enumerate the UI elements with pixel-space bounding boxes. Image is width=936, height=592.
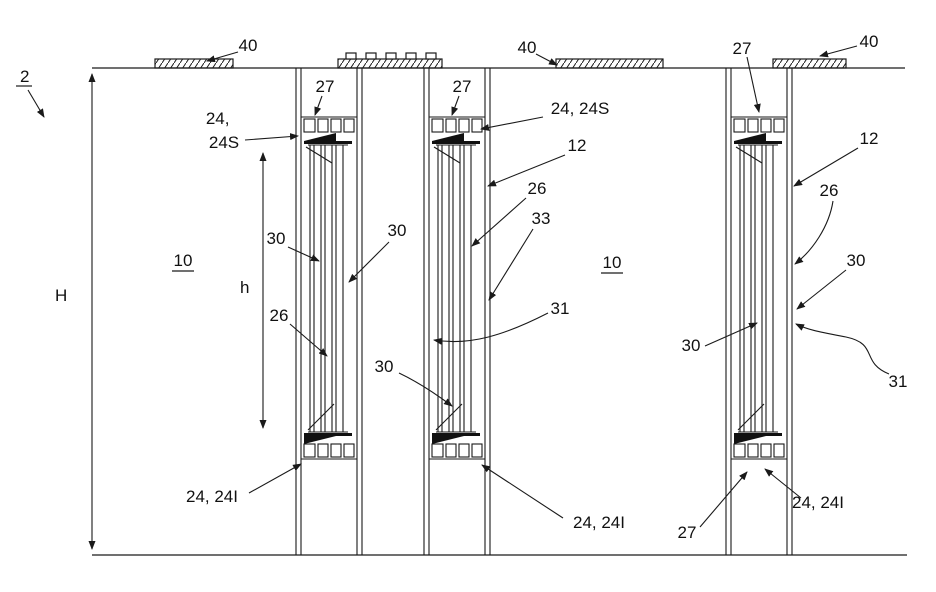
dimension-lines bbox=[88, 73, 267, 550]
label-pane-c: 30 bbox=[375, 357, 394, 376]
top-rail-segment bbox=[555, 58, 664, 69]
label-gasket: 33 bbox=[532, 209, 551, 228]
rail-tabs bbox=[345, 52, 437, 60]
glazed-post-2 bbox=[423, 67, 491, 556]
label-cap-post2: 27 bbox=[453, 77, 472, 96]
leader-24S-left bbox=[244, 133, 299, 141]
leader-27-bottom bbox=[699, 471, 748, 528]
leader-24I-right bbox=[764, 468, 802, 499]
label-frame-mid: 12 bbox=[568, 136, 587, 155]
label-spacer-right: 26 bbox=[820, 181, 839, 200]
top-rail-segment bbox=[772, 58, 847, 69]
leader-30-a bbox=[287, 246, 320, 262]
leader-26-right bbox=[794, 200, 834, 265]
label-bracket-upper-mid: 24, 24S bbox=[551, 99, 610, 118]
leader-30-b bbox=[348, 241, 390, 283]
label-bracket-lower-right: 24, 24I bbox=[792, 493, 844, 512]
glazed-post-3 bbox=[725, 67, 793, 556]
label-bracket-upper-left: 24, 24S bbox=[206, 109, 239, 152]
leader-40-left bbox=[206, 51, 239, 63]
leader-24I-mid bbox=[481, 464, 564, 519]
label-spacer-mid: 26 bbox=[528, 179, 547, 198]
label-top-rail-mid: 40 bbox=[518, 38, 537, 57]
glazed-post-1 bbox=[295, 67, 363, 556]
label-pane-e: 30 bbox=[682, 336, 701, 355]
label-top-rail-right: 40 bbox=[860, 32, 879, 51]
leader-24S-mid bbox=[480, 116, 544, 131]
label-height-H: H bbox=[55, 286, 67, 305]
label-cap-bottom: 27 bbox=[678, 523, 697, 542]
leader-24I-left bbox=[248, 463, 302, 494]
leader-assembly-2 bbox=[27, 89, 45, 118]
top-rail-segment bbox=[337, 58, 443, 69]
label-cap-post3: 27 bbox=[733, 39, 752, 58]
leader-40-mid bbox=[535, 53, 558, 66]
leader-33 bbox=[488, 228, 534, 301]
label-frame-right: 12 bbox=[860, 129, 879, 148]
label-pane-d: 30 bbox=[847, 251, 866, 270]
leader-12-right bbox=[793, 147, 859, 187]
label-pane-b: 30 bbox=[388, 221, 407, 240]
label-bracket-lower-mid: 24, 24I bbox=[573, 513, 625, 532]
label-spacer-left: 26 bbox=[270, 306, 289, 325]
leader-27-post3 bbox=[746, 56, 761, 113]
leader-31-right bbox=[795, 323, 890, 375]
leader-40-right bbox=[819, 45, 858, 58]
leader-26-left bbox=[289, 323, 328, 357]
leader-30-c bbox=[398, 372, 453, 407]
reference-labels: 2 H h 10 10 40 40 40 27 27 27 27 24, 24S… bbox=[16, 32, 907, 542]
label-top-rail-left: 40 bbox=[239, 36, 258, 55]
leader-12-mid bbox=[487, 154, 566, 187]
label-height-h: h bbox=[240, 278, 249, 297]
leader-27-post2 bbox=[451, 95, 460, 116]
label-film-mid: 31 bbox=[551, 299, 570, 318]
leader-30-d bbox=[796, 269, 847, 310]
label-panel-mid: 10 bbox=[603, 253, 622, 272]
leader-27-post1 bbox=[314, 95, 323, 116]
label-bracket-lower-left: 24, 24I bbox=[186, 487, 238, 506]
wall-structure bbox=[92, 52, 907, 556]
leader-30-e bbox=[704, 322, 758, 347]
leader-lines bbox=[27, 45, 890, 528]
label-panel-left: 10 bbox=[174, 251, 193, 270]
label-assembly: 2 bbox=[20, 67, 29, 86]
label-cap-post1: 27 bbox=[316, 77, 335, 96]
leader-26-mid bbox=[471, 197, 527, 247]
leader-31-mid bbox=[433, 312, 549, 345]
label-pane-a: 30 bbox=[267, 229, 286, 248]
top-rail-segment bbox=[154, 58, 234, 69]
label-film-right: 31 bbox=[889, 372, 908, 391]
